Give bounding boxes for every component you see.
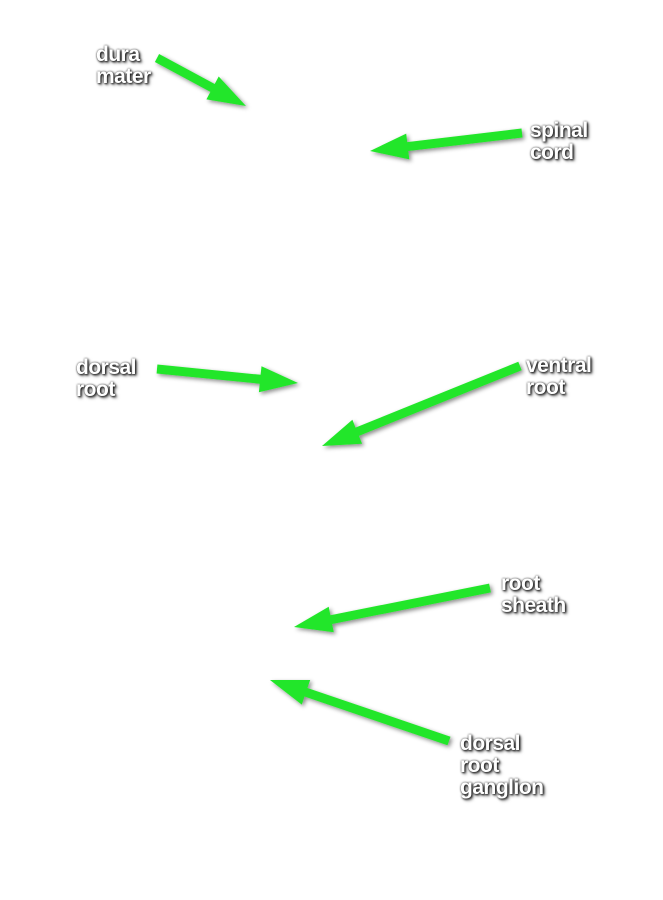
label-ventral-root-line-2: root	[526, 376, 565, 399]
arrow-root-sheath	[294, 583, 491, 633]
label-spinal-cord: spinal cord	[530, 120, 588, 164]
label-spinal-cord-line-1: spinal	[530, 119, 588, 142]
arrow-dura-mater	[154, 54, 246, 106]
label-dorsal-root-ganglion-line-3: ganglion	[460, 776, 544, 799]
label-dura-mater-line-1: dura	[96, 43, 140, 66]
arrow-ventral-root	[322, 361, 522, 446]
label-spinal-cord-line-2: cord	[530, 141, 574, 164]
label-dorsal-root-ganglion-line-2: root	[460, 754, 499, 777]
label-root-sheath-line-1: root	[501, 572, 540, 595]
label-dorsal-root: dorsal root	[76, 356, 137, 401]
label-dura-mater: dura mater	[96, 44, 151, 88]
label-dorsal-root-ganglion: dorsal root ganglion	[460, 733, 544, 799]
label-ventral-root-line-1: ventral	[526, 354, 592, 377]
arrow-dorsal-root	[156, 364, 298, 393]
label-root-sheath: root sheath	[501, 573, 566, 617]
label-dorsal-root-line-2: root	[76, 378, 115, 401]
label-ventral-root: ventral root	[526, 354, 592, 399]
label-dorsal-root-ganglion-line-1: dorsal	[460, 732, 521, 755]
label-dorsal-root-line-1: dorsal	[76, 356, 137, 379]
arrow-dorsal-root-ganglion	[270, 680, 451, 746]
label-root-sheath-line-2: sheath	[501, 594, 566, 617]
label-dura-mater-line-2: mater	[96, 65, 151, 88]
arrow-spinal-cord	[370, 128, 523, 160]
